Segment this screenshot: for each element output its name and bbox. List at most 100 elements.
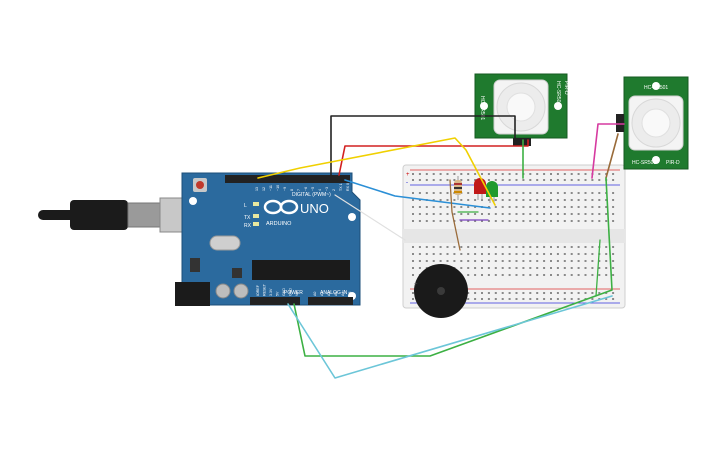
breadboard-hole	[412, 260, 414, 262]
breadboard-hole	[563, 267, 566, 269]
breadboard-hole	[584, 292, 587, 294]
breadboard-hole	[487, 298, 490, 300]
breadboard-hole	[467, 192, 470, 194]
breadboard-hole	[460, 260, 463, 262]
breadboard-hole	[467, 298, 470, 300]
breadboard-hole	[425, 192, 428, 194]
breadboard-hole	[494, 206, 497, 208]
breadboard-hole	[508, 220, 511, 222]
digital-pin-label: 7	[297, 189, 301, 191]
breadboard-hole	[474, 298, 477, 300]
breadboard-hole	[515, 179, 518, 181]
breadboard-hole	[412, 192, 414, 194]
svg-text:+: +	[414, 282, 418, 288]
breadboard-hole	[612, 253, 615, 255]
arduino-logo-icon	[263, 199, 299, 215]
breadboard-hole	[439, 213, 442, 215]
breadboard-hole	[494, 173, 497, 175]
breadboard-hole	[556, 213, 559, 215]
breadboard-hole	[577, 179, 580, 181]
breadboard-hole	[529, 173, 532, 175]
breadboard-hole	[556, 179, 559, 181]
breadboard-hole	[467, 173, 470, 175]
digital-pin-label: RX 0	[346, 183, 350, 191]
breadboard-hole	[515, 199, 518, 201]
breadboard-hole	[543, 206, 546, 208]
breadboard-hole	[605, 260, 608, 262]
breadboard-hole	[439, 220, 442, 222]
breadboard-hole	[412, 213, 414, 215]
wire-yellow-signal	[257, 137, 496, 206]
breadboard-hole	[425, 246, 428, 248]
pir-sensor-2: HC-SR501 PIR-D HC-SR501	[616, 76, 689, 170]
breadboard-hole	[453, 199, 456, 201]
breadboard-hole	[508, 260, 511, 262]
breadboard-hole	[508, 173, 511, 175]
breadboard-hole	[563, 173, 566, 175]
breadboard-hole	[522, 292, 525, 294]
breadboard-hole	[543, 253, 546, 255]
breadboard-hole	[515, 253, 518, 255]
breadboard-hole	[612, 267, 615, 269]
breadboard-hole	[508, 274, 511, 276]
breadboard-hole	[460, 179, 463, 181]
breadboard-hole	[474, 179, 477, 181]
breadboard-hole	[543, 267, 546, 269]
breadboard-hole	[584, 260, 587, 262]
breadboard-hole	[439, 260, 442, 262]
breadboard-hole	[501, 199, 504, 201]
breadboard-hole	[515, 213, 518, 215]
breadboard-hole	[563, 246, 566, 248]
board-uno-label: UNO	[300, 201, 329, 216]
breadboard-hole	[550, 179, 552, 181]
digital-pin-label: ~6	[304, 187, 308, 191]
breadboard-hole	[577, 274, 580, 276]
breadboard-hole	[425, 220, 428, 222]
breadboard-hole	[577, 298, 580, 300]
breadboard-hole	[432, 213, 435, 215]
breadboard-hole	[543, 179, 546, 181]
breadboard-hole	[515, 206, 518, 208]
breadboard-hole	[570, 260, 573, 262]
breadboard-hole	[529, 253, 532, 255]
breadboard-hole	[501, 298, 504, 300]
breadboard-hole	[577, 173, 580, 175]
breadboard-hole	[494, 213, 497, 215]
breadboard-hole	[446, 192, 449, 194]
breadboard-hole	[487, 179, 490, 181]
breadboard-hole	[446, 206, 449, 208]
breadboard-hole	[522, 192, 525, 194]
breadboard-hole	[412, 173, 414, 175]
breadboard-hole	[556, 260, 559, 262]
breadboard-hole	[501, 206, 504, 208]
breadboard-hole	[612, 292, 615, 294]
breadboard-hole	[418, 199, 421, 201]
analog-pin-label: A5	[348, 292, 352, 296]
breadboard-hole	[501, 246, 504, 248]
breadboard-hole	[432, 179, 435, 181]
breadboard-hole	[598, 199, 601, 201]
breadboard-hole	[550, 213, 552, 215]
breadboard-hole	[412, 206, 414, 208]
breadboard-hole	[412, 199, 414, 201]
breadboard-hole	[591, 274, 594, 276]
breadboard-hole	[432, 260, 435, 262]
breadboard-hole	[605, 267, 608, 269]
breadboard-hole	[467, 274, 470, 276]
breadboard-hole	[598, 206, 601, 208]
breadboard-hole	[570, 173, 573, 175]
breadboard-hole	[494, 220, 497, 222]
breadboard-hole	[563, 206, 566, 208]
breadboard-hole	[467, 206, 470, 208]
breadboard-hole	[508, 246, 511, 248]
wire-magenta-pir2	[591, 123, 625, 179]
breadboard-hole	[446, 199, 449, 201]
breadboard-hole	[494, 179, 497, 181]
resistor	[454, 176, 462, 200]
power-pin-label: 3.3V	[269, 288, 273, 296]
breadboard-hole	[543, 246, 546, 248]
power-jack	[175, 282, 210, 306]
breadboard-hole	[439, 199, 442, 201]
breadboard-hole	[550, 253, 552, 255]
breadboard-hole	[453, 206, 456, 208]
